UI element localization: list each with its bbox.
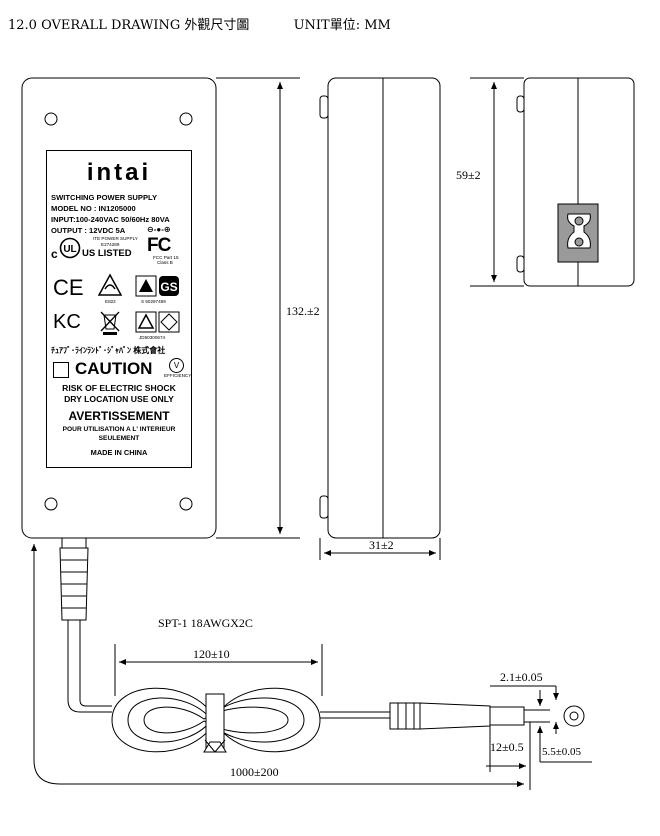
brand-logo: intai [86, 159, 152, 186]
cable-spec-label: SPT-1 18AWGX2C [158, 616, 253, 630]
plug-end-inner [569, 711, 579, 721]
ul-listed: US LISTED [82, 248, 132, 259]
jd-code: JD50300674 [139, 335, 166, 340]
pse-mark-icon [135, 311, 180, 333]
svg-text:GS: GS [160, 280, 177, 294]
screw-hole-top-left [44, 112, 58, 126]
kc-mark-icon: KC [53, 311, 81, 333]
efficiency-v-icon: V [169, 358, 184, 373]
dim-coil-label: 120±10 [193, 647, 230, 661]
screw-hole-bottom-left [44, 497, 58, 511]
screw-hole-bottom-right [179, 497, 193, 511]
dimension-plug-outer [537, 690, 592, 763]
svg-text:UL: UL [63, 244, 76, 255]
jp-company: ﾁｭｱﾌﾞ･ﾗｲﾝﾗﾝﾄﾞ･ｼﾞｬﾊﾟﾝ 株式會社 [51, 346, 166, 355]
dimension-height [216, 77, 300, 539]
product-type: SWITCHING POWER SUPPLY [51, 193, 158, 202]
fcc-logo-icon: FC [147, 235, 171, 256]
gs-mark-icon: GS [135, 275, 179, 297]
ite-line1: ITE POWER SUPPLY [93, 236, 138, 241]
weee-bin-icon [100, 311, 120, 335]
model-number: MODEL NO : IN1205000 [51, 204, 136, 213]
dim-plug-inner-label: 2.1±0.05 [500, 670, 543, 684]
fcc-sub1: FCC Part 15 [153, 255, 179, 260]
dimension-plug-inner [490, 685, 559, 734]
cable-lower [79, 620, 112, 707]
polarity-icon: ⊖-●-⊕ [147, 225, 171, 234]
output-rating: OUTPUT : 12VDC 5A [51, 226, 126, 235]
dim-plug-length-label: 12±0.5 [490, 740, 524, 754]
caution-title: CAUTION [75, 359, 153, 378]
ite-line2: E274289 [101, 242, 120, 247]
unit-label: UNIT單位: MM [293, 18, 391, 33]
dimension-depth [470, 77, 524, 287]
efficiency-label: EFFICIENCY [164, 373, 192, 378]
dimension-cable-length [31, 544, 531, 790]
dim-thickness-label: 31±2 [369, 538, 394, 552]
front-view [21, 77, 217, 539]
ul-logo-icon: UL [59, 237, 81, 259]
fr-line1: POUR UTILISATION A L' INTERIEUR [62, 426, 176, 433]
shock-line1: RISK OF ELECTRIC SHOCK [62, 383, 176, 393]
dimension-plug-length [486, 726, 526, 772]
screw-hole-top-right [179, 112, 193, 126]
coiled-cable [111, 687, 321, 753]
shock-line2: DRY LOCATION USE ONLY [64, 394, 174, 404]
dim-depth-label: 59±2 [456, 168, 481, 182]
dim-height-label: 132.±2 [286, 304, 320, 318]
made-in: MADE IN CHINA [90, 448, 148, 457]
drawing-title: 12.0 OVERALL DRAWING 外觀尺寸圖 [8, 18, 250, 33]
dim-cable-length-label: 1000±200 [230, 765, 279, 779]
strain-relief [59, 537, 89, 621]
ce-mark-icon: CE [53, 275, 84, 300]
fcc-sub2: Class B [157, 260, 173, 265]
drawing-heading: 12.0 OVERALL DRAWING 外觀尺寸圖 UNIT單位: MM [8, 14, 391, 33]
rcm-mark-icon [97, 273, 123, 296]
input-rating: INPUT:100-240VAC 50/60Hz 80VA [51, 215, 170, 224]
dim-plug-outer-label: 5.5±0.05 [542, 746, 582, 758]
double-insulation-icon [53, 362, 69, 378]
plug-end-outer [563, 705, 585, 727]
dc-plug [389, 702, 585, 730]
s-code: S 50297489 [141, 299, 166, 304]
e-code: E822 [105, 299, 116, 304]
fr-line2: SEULEMENT [98, 435, 140, 442]
end-view [516, 77, 635, 287]
avertissement-title: AVERTISSEMENT [68, 409, 170, 423]
label-sticker: intai SWITCHING POWER SUPPLY MODEL NO : … [46, 150, 192, 468]
cable-upper [67, 620, 112, 713]
side-view [319, 77, 441, 539]
ul-mark-icon: c [51, 247, 58, 261]
